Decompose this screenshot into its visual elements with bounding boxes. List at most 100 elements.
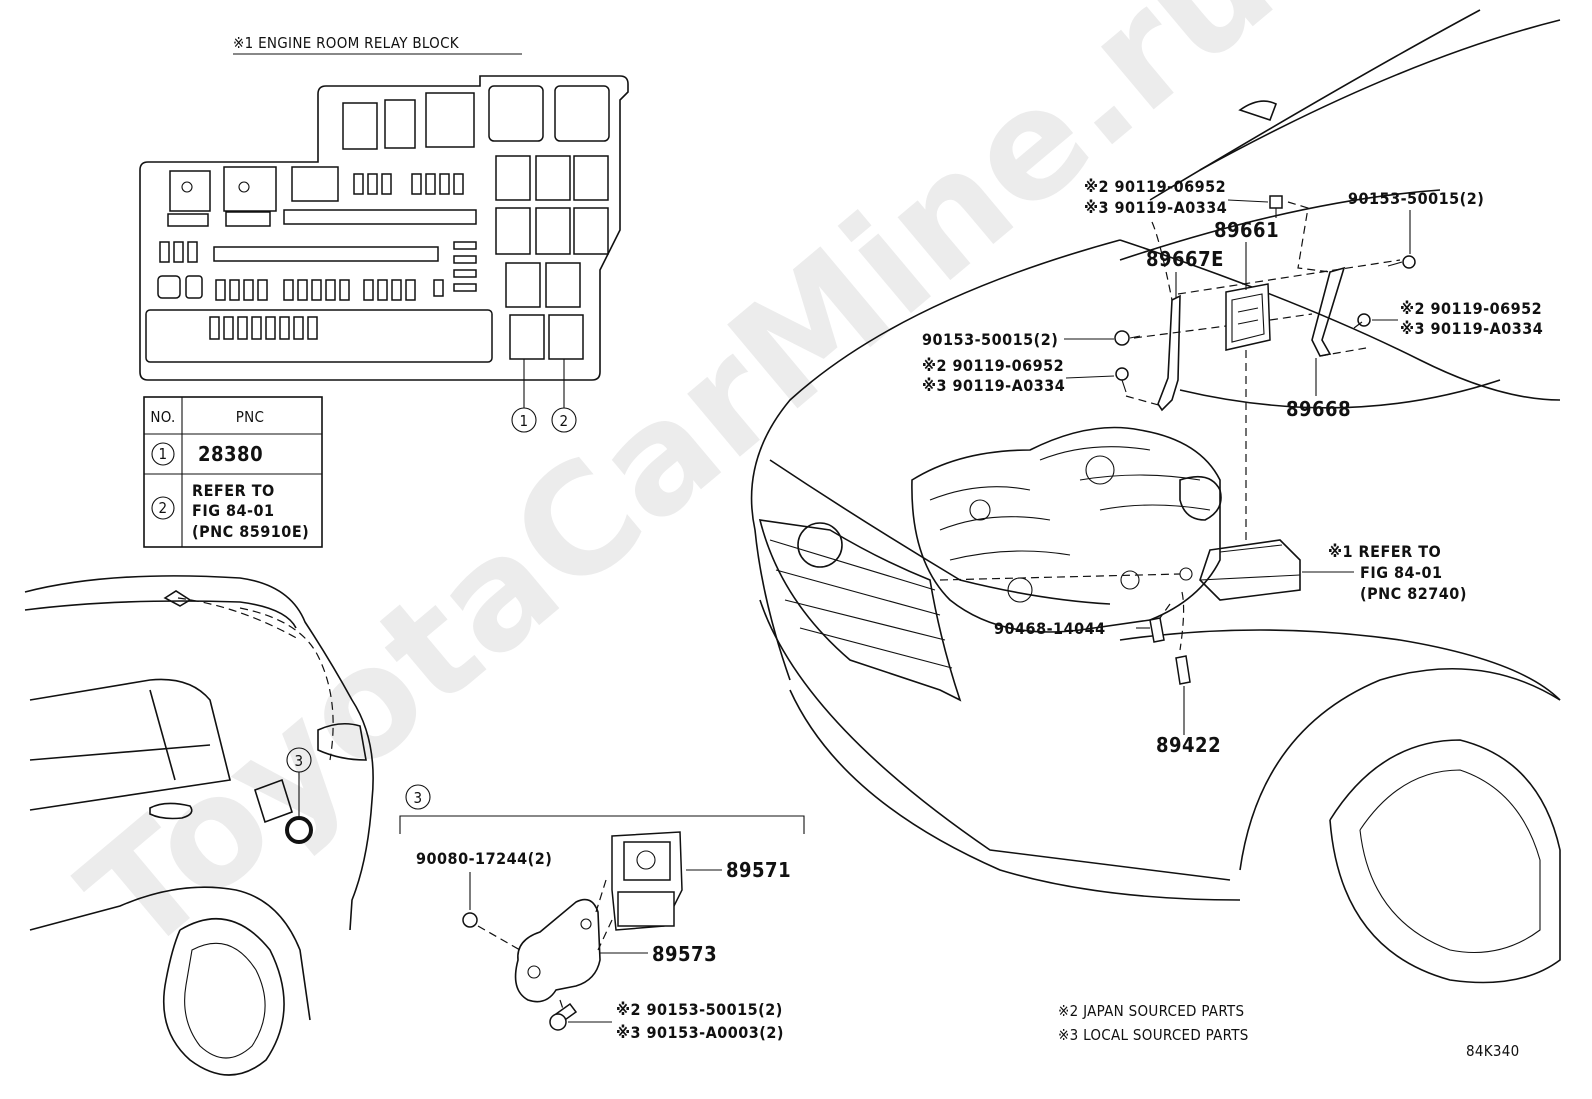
sensor-89422-icon — [1175, 655, 1191, 685]
roof-antenna — [163, 590, 192, 607]
relay-block-housing-detail — [1199, 544, 1301, 581]
pnc-row-1-value: 28380 — [198, 442, 263, 466]
relay-sq-1-dot — [181, 181, 193, 193]
hood-side-edge — [1119, 239, 1561, 401]
relay-mid-5 — [535, 207, 571, 255]
bolt-right — [1353, 313, 1371, 329]
relay-low-4 — [548, 314, 584, 360]
sensor-location-ring — [285, 816, 313, 844]
nut-icon — [462, 912, 478, 928]
window-pillar — [149, 689, 176, 781]
door-handle — [149, 802, 193, 820]
right-pair-line-2: ※3 90119-A0334 — [1400, 319, 1543, 338]
left-bolt-label: 90153-50015(2) — [922, 330, 1058, 349]
figure-code: 84K340 — [1466, 1042, 1520, 1060]
dash-top-left — [1151, 221, 1173, 301]
dash-top-right — [1287, 201, 1331, 273]
right-pair-line-1: ※2 90119-06952 — [1400, 299, 1542, 318]
connector-d — [185, 275, 203, 299]
marker-2 — [551, 407, 577, 433]
wheel-arch — [29, 886, 311, 1021]
pnc-row-2-no: 2 — [159, 499, 168, 517]
relay-top-3 — [425, 92, 475, 148]
clip-label: 90468-14044 — [994, 619, 1106, 638]
relay-mid-1 — [495, 155, 531, 201]
mirror — [1238, 100, 1278, 122]
refer-relay-line-2: FIG 84-01 — [1360, 563, 1443, 582]
left-pair-line-1: ※2 90119-06952 — [922, 356, 1064, 375]
dash-left-low — [1125, 395, 1163, 407]
hood-front-edge — [750, 239, 1121, 681]
bracket-89573 — [514, 898, 601, 1003]
mini-fuse-row-2 — [215, 279, 444, 301]
connector-a — [167, 213, 209, 227]
bolt-dash — [559, 999, 565, 1013]
bolt-left-low — [1115, 367, 1129, 393]
pnc-table: NO. PNC 1 28380 2 REFER TO FIG 84-01 (PN… — [143, 396, 323, 548]
front-vehicle-view — [750, 9, 1561, 984]
door-belt-line — [29, 744, 211, 761]
engine-assembly — [911, 426, 1222, 633]
front-wheel-inner — [1359, 769, 1541, 953]
dash-left-ecu — [1133, 313, 1313, 339]
bolt-left — [1114, 330, 1141, 346]
fuse-block-a — [291, 166, 339, 202]
module-89571-connector — [617, 891, 675, 927]
relay-low-1 — [505, 262, 541, 308]
dash-relay-block — [939, 573, 1181, 581]
marker-1 — [511, 407, 537, 433]
part-89668-label: 89668 — [1286, 397, 1351, 421]
rear-marker — [286, 747, 312, 773]
bracket-89667E — [1157, 294, 1181, 412]
bracket-89668 — [1311, 266, 1346, 357]
bolt-pair-line-2: ※3 90153-A0003(2) — [616, 1023, 784, 1042]
refer-relay-line-3: (PNC 82740) — [1360, 584, 1467, 603]
relay-big-1 — [488, 85, 544, 142]
main-connector-fuses — [209, 316, 318, 340]
inset-3: 3 90080-17244(2) 89571 89573 ※2 90153-50… — [399, 784, 805, 1042]
relay-mid-2 — [535, 155, 571, 201]
pnc-header-no: NO. — [150, 408, 175, 426]
rear-wheel — [162, 917, 285, 1076]
pnc-table-frame — [143, 396, 323, 548]
relay-sq-2-dot — [238, 181, 250, 193]
rear-hidden-line — [239, 607, 334, 761]
refer-relay-line-1: ※1 REFER TO — [1328, 542, 1441, 561]
connector-b — [225, 211, 271, 227]
tail-lamp — [317, 722, 367, 761]
left-pair-line-2: ※3 90119-A0334 — [922, 376, 1065, 395]
nut-dash — [477, 925, 521, 951]
marker-1-label: 1 — [520, 412, 529, 430]
clip-icon — [1149, 617, 1165, 643]
pnc-row-1-no: 1 — [159, 445, 168, 463]
relay-block-title: ※1 ENGINE ROOM RELAY BLOCK — [233, 34, 460, 52]
bolt-icon — [549, 1013, 567, 1031]
dash-right — [1319, 347, 1367, 357]
relay-big-2 — [554, 85, 610, 142]
part-89571-label: 89571 — [726, 858, 791, 882]
roof-edge — [1199, 19, 1561, 171]
inset-marker-label: 3 — [414, 789, 423, 807]
windshield-base — [1119, 189, 1441, 261]
fuel-lid — [254, 778, 293, 824]
marker-2-label: 2 — [560, 412, 569, 430]
relay-low-3 — [509, 314, 545, 360]
emblem — [797, 522, 843, 568]
bumper-line-2 — [789, 689, 1241, 901]
rear-wheel-inner — [184, 942, 266, 1059]
top-right-bolt-label: 90153-50015(2) — [1348, 189, 1484, 208]
grille — [758, 519, 962, 702]
pnc-row-2-line-3: (PNC 85910E) — [192, 522, 309, 541]
mini-fuse-stack — [453, 241, 477, 292]
relay-mid-4 — [495, 207, 531, 255]
main-connector — [145, 309, 493, 363]
relay-mid-3 — [573, 155, 609, 201]
rear-body-outline — [24, 575, 374, 931]
relay-block-outline — [139, 75, 629, 381]
front-wheel-arch — [1239, 667, 1561, 871]
bolt-pair-line-1: ※2 90153-50015(2) — [616, 1000, 783, 1019]
top-left-pair-line-1: ※2 90119-06952 — [1084, 177, 1226, 196]
fender-arch-top — [1119, 629, 1561, 701]
rear-marker-label: 3 — [295, 752, 304, 770]
part-89661-label: 89661 — [1214, 218, 1279, 242]
